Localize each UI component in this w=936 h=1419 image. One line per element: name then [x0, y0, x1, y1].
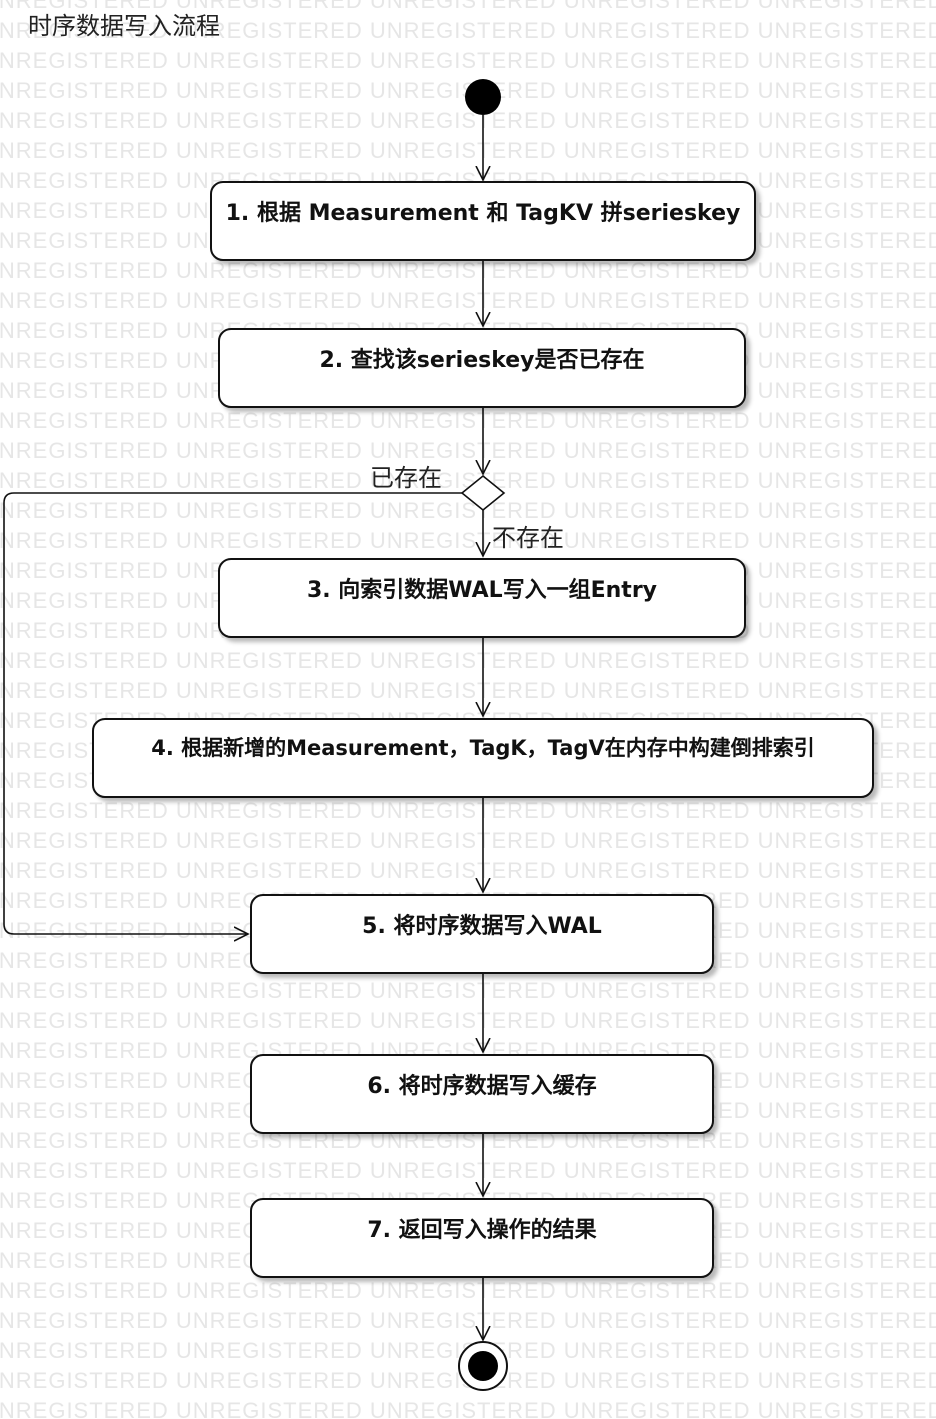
- guard-not-exists-label: 不存在: [492, 524, 564, 552]
- step-7-box: 7. 返回写入操作的结果: [250, 1198, 714, 1278]
- step-4-box: 4. 根据新增的Measurement，TagK，TagV在内存中构建倒排索引: [92, 718, 874, 798]
- start-node: [465, 79, 501, 115]
- guard-exists-label: 已存在: [370, 464, 442, 492]
- step-5-box: 5. 将时序数据写入WAL: [250, 894, 714, 974]
- end-node: [458, 1341, 508, 1391]
- diagram-title: 时序数据写入流程: [28, 12, 220, 40]
- step-2-box: 2. 查找该serieskey是否已存在: [218, 328, 746, 408]
- decision-node: [460, 474, 506, 512]
- step-1-box: 1. 根据 Measurement 和 TagKV 拼serieskey: [210, 181, 756, 261]
- step-3-box: 3. 向索引数据WAL写入一组Entry: [218, 558, 746, 638]
- step-6-box: 6. 将时序数据写入缓存: [250, 1054, 714, 1134]
- edge-decision-exists-to-step5: [3, 492, 462, 934]
